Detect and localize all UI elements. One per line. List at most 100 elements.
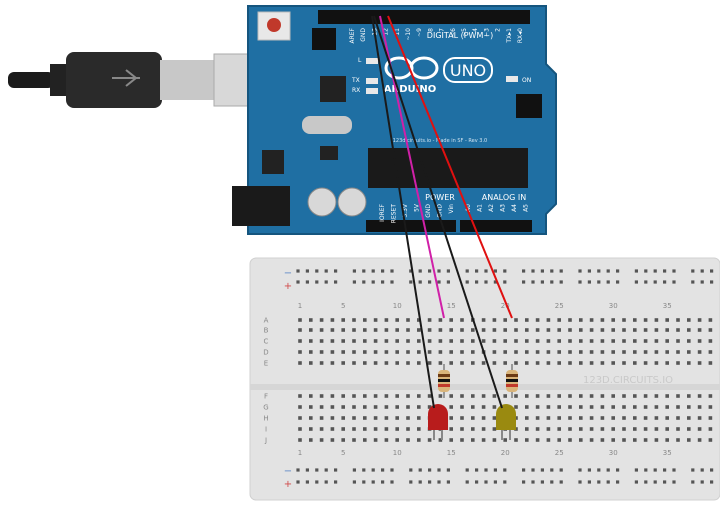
breadboard-hole[interactable] xyxy=(525,328,529,332)
breadboard-holes[interactable] xyxy=(296,269,714,484)
breadboard-hole[interactable] xyxy=(481,405,486,409)
breadboard-hole[interactable] xyxy=(525,318,529,322)
breadboard-hole[interactable] xyxy=(525,405,529,409)
breadboard-hole[interactable] xyxy=(697,339,702,343)
breadboard-hole[interactable] xyxy=(611,416,615,420)
breadboard-hole[interactable] xyxy=(622,339,626,343)
breadboard-hole[interactable] xyxy=(427,394,432,398)
breadboard-hole[interactable] xyxy=(309,361,313,365)
resistor-1[interactable] xyxy=(438,364,450,398)
breadboard-hole[interactable] xyxy=(622,427,626,431)
breadboard-hole[interactable] xyxy=(341,361,345,365)
breadboard-hole[interactable] xyxy=(298,438,302,442)
breadboard-hole[interactable] xyxy=(384,427,389,431)
breadboard-hole[interactable] xyxy=(427,318,432,322)
breadboard-hole[interactable] xyxy=(676,350,680,354)
breadboard-hole[interactable] xyxy=(643,416,648,420)
breadboard-hole[interactable] xyxy=(363,394,367,398)
breadboard-hole[interactable] xyxy=(330,350,335,354)
breadboard-hole[interactable] xyxy=(471,339,475,343)
breadboard-hole[interactable] xyxy=(600,405,605,409)
rail-hole[interactable] xyxy=(663,269,667,273)
breadboard-hole[interactable] xyxy=(460,416,464,420)
breadboard-hole[interactable] xyxy=(708,394,713,398)
breadboard-hole[interactable] xyxy=(319,328,324,332)
breadboard-hole[interactable] xyxy=(471,427,475,431)
wires[interactable] xyxy=(371,15,513,409)
rail-hole[interactable] xyxy=(597,280,601,284)
breadboard-hole[interactable] xyxy=(589,361,594,365)
rail-hole[interactable] xyxy=(493,280,497,284)
breadboard-hole[interactable] xyxy=(568,438,572,442)
breadboard-hole[interactable] xyxy=(600,318,605,322)
breadboard-hole[interactable] xyxy=(708,416,713,420)
breadboard-hole[interactable] xyxy=(406,394,410,398)
breadboard-hole[interactable] xyxy=(643,438,648,442)
breadboard-hole[interactable] xyxy=(665,350,669,354)
rail-hole[interactable] xyxy=(672,280,676,284)
breadboard-hole[interactable] xyxy=(665,394,669,398)
breadboard-hole[interactable] xyxy=(535,328,540,332)
breadboard-hole[interactable] xyxy=(589,405,594,409)
rail-hole[interactable] xyxy=(691,280,695,284)
breadboard-hole[interactable] xyxy=(697,438,702,442)
breadboard-hole[interactable] xyxy=(460,405,464,409)
breadboard-hole[interactable] xyxy=(546,438,551,442)
breadboard-hole[interactable] xyxy=(309,405,313,409)
rail-hole[interactable] xyxy=(710,280,714,284)
rail-hole[interactable] xyxy=(334,269,338,273)
breadboard-hole[interactable] xyxy=(557,394,561,398)
rail-hole[interactable] xyxy=(381,280,385,284)
breadboard-hole[interactable] xyxy=(503,350,507,354)
breadboard-hole[interactable] xyxy=(363,427,367,431)
breadboard-hole[interactable] xyxy=(460,328,464,332)
rail-hole[interactable] xyxy=(381,480,385,484)
rail-hole[interactable] xyxy=(559,269,563,273)
breadboard-hole[interactable] xyxy=(298,361,302,365)
breadboard-hole[interactable] xyxy=(676,394,680,398)
breadboard-hole[interactable] xyxy=(373,318,378,322)
breadboard-hole[interactable] xyxy=(568,350,572,354)
breadboard-hole[interactable] xyxy=(363,328,367,332)
breadboard-hole[interactable] xyxy=(525,350,529,354)
breadboard-hole[interactable] xyxy=(546,328,551,332)
rail-hole[interactable] xyxy=(578,468,582,472)
breadboard-hole[interactable] xyxy=(460,339,464,343)
breadboard-hole[interactable] xyxy=(417,350,421,354)
breadboard-hole[interactable] xyxy=(417,394,421,398)
breadboard-hole[interactable] xyxy=(589,427,594,431)
rail-hole[interactable] xyxy=(653,269,657,273)
breadboard-hole[interactable] xyxy=(319,394,324,398)
breadboard-hole[interactable] xyxy=(481,394,486,398)
breadboard-hole[interactable] xyxy=(395,361,399,365)
rail-hole[interactable] xyxy=(315,280,319,284)
rail-hole[interactable] xyxy=(616,480,620,484)
rail-hole[interactable] xyxy=(390,269,394,273)
breadboard-hole[interactable] xyxy=(687,350,691,354)
breadboard-hole[interactable] xyxy=(330,405,335,409)
rail-hole[interactable] xyxy=(371,468,375,472)
rail-hole[interactable] xyxy=(315,468,319,472)
breadboard-hole[interactable] xyxy=(676,318,680,322)
breadboard-hole[interactable] xyxy=(687,339,691,343)
breadboard-hole[interactable] xyxy=(298,394,302,398)
rail-hole[interactable] xyxy=(691,480,695,484)
rail-hole[interactable] xyxy=(390,280,394,284)
breadboard-hole[interactable] xyxy=(352,405,356,409)
rail-hole[interactable] xyxy=(559,280,563,284)
breadboard-hole[interactable] xyxy=(492,394,497,398)
breadboard-hole[interactable] xyxy=(330,394,335,398)
rail-hole[interactable] xyxy=(700,468,704,472)
rail-hole[interactable] xyxy=(587,468,591,472)
breadboard-hole[interactable] xyxy=(687,427,691,431)
breadboard-hole[interactable] xyxy=(687,416,691,420)
rail-hole[interactable] xyxy=(540,280,544,284)
breadboard-hole[interactable] xyxy=(449,438,453,442)
wire-pin12[interactable] xyxy=(387,15,513,319)
rail-hole[interactable] xyxy=(503,269,507,273)
breadboard-hole[interactable] xyxy=(611,328,615,332)
breadboard-hole[interactable] xyxy=(633,416,637,420)
breadboard-hole[interactable] xyxy=(514,328,518,332)
breadboard-hole[interactable] xyxy=(643,328,648,332)
